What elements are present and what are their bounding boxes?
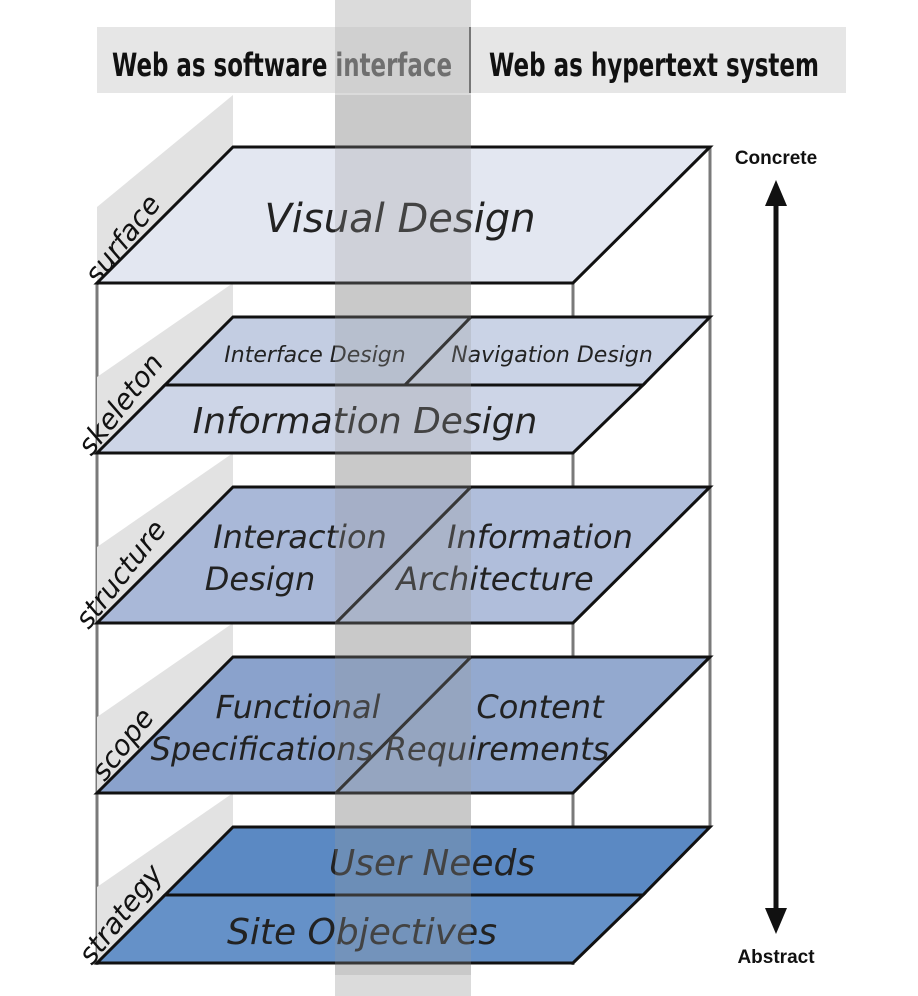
plane-label-architecture-line2: Architecture [394,560,593,598]
plane-label-interaction-line1: Interaction [213,518,387,556]
plane-site-objectives [93,893,647,965]
plane-content-requirements [332,655,714,795]
plane-label-interface-design: Interface Design [224,343,405,368]
axis-arrow-up-icon [765,180,787,206]
concrete-abstract-axis: Concrete Abstract [735,148,817,968]
divider-band-overlay [335,95,471,975]
tab-scope [97,623,233,793]
tab-surface [97,95,233,283]
plane-label-information-design: Information Design [193,401,538,442]
axis-label-abstract: Abstract [737,947,815,968]
tab-structure [97,453,233,623]
axis-label-concrete: Concrete [735,148,817,169]
plane-information-design [93,383,647,455]
plane-visual-design [93,145,714,285]
header-right-label: Web as hypertext system [489,46,819,84]
plane-label-architecture-line1: Information [447,518,633,556]
skeleton-layer: Interface Design Navigation Design Infor… [93,315,714,455]
plane-label-interaction-line2: Design [205,560,315,598]
plane-label-visual-design: Visual Design [264,196,535,242]
scope-layer: Functional Specifications Content Requir… [93,655,714,795]
tab-skeleton [97,283,233,453]
layer-tabs [97,95,233,963]
plane-label-functional-line1: Functional [215,688,380,726]
axis-arrow-down-icon [765,908,787,934]
plane-label-functional-line2: Specifications [151,730,374,768]
strategy-layer: User Needs Site Objectives [93,825,714,965]
plane-label-site-objectives: Site Objectives [227,912,497,953]
surface-layer: Visual Design [93,145,714,285]
header-band [97,27,846,93]
plane-label-navigation-design: Navigation Design [451,343,653,368]
tab-strategy [97,793,233,963]
plane-label-content-line2: Requirements [385,730,610,768]
plane-information-architecture [332,485,714,625]
plane-label-user-needs: User Needs [329,843,535,884]
structure-layer: Interaction Design Information Architect… [93,485,714,625]
plane-label-content-line1: Content [476,688,605,726]
